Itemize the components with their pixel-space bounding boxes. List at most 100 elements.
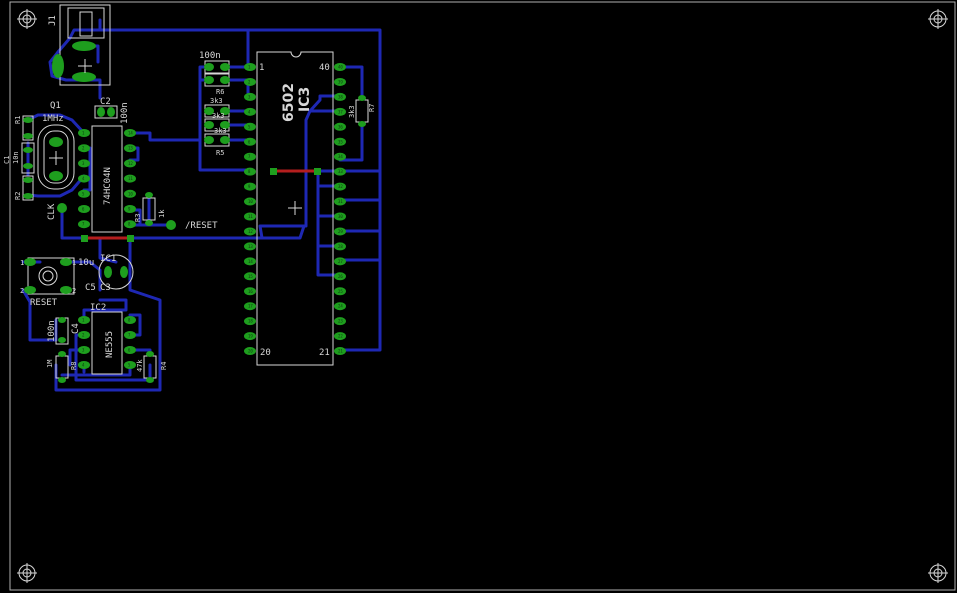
ic-pad (334, 107, 346, 116)
ic-pad (78, 316, 90, 324)
ic-pad (244, 77, 256, 86)
ic-pad-number: 6 (248, 139, 251, 144)
c3-label: C3 (100, 283, 111, 293)
ic-pad-number: 7 (128, 333, 131, 338)
ic-pad-number: 4 (82, 176, 85, 181)
ic-pad (244, 167, 256, 176)
ic-pad-number: 21 (338, 349, 343, 354)
ic-pad (334, 152, 346, 161)
ic-pad (78, 331, 90, 339)
ic1-label: IC1 (100, 254, 116, 264)
ic-pad (334, 302, 346, 311)
ic-pad-number: 8 (248, 169, 251, 174)
ic-pad (244, 272, 256, 281)
bottom-traces (84, 169, 318, 240)
btn-pad-tr: 1 (72, 259, 76, 267)
c4-label: C4 (71, 323, 81, 334)
cpu-ref: IC3 (297, 87, 313, 112)
q1-value: 1MHz (42, 114, 64, 124)
r5-label: R5 (216, 149, 224, 157)
c2-value: 100n (120, 102, 130, 124)
r7-value: 3k3 (348, 105, 356, 118)
via (127, 235, 134, 242)
ic-pad-number: 5 (128, 363, 131, 368)
clk-label: CLK (47, 203, 57, 220)
ic-pad (78, 174, 90, 183)
ic-pad (244, 227, 256, 236)
ic-pad-number: 38 (338, 94, 343, 99)
ic-pad (334, 272, 346, 281)
ic-pad-number: 17 (248, 304, 253, 309)
ic-pad (244, 107, 256, 116)
btn-pad-bl: 2 (20, 287, 24, 295)
mounting-hole-bottom-left (17, 563, 37, 583)
ic-pad-number: 3 (82, 161, 85, 166)
ic-pad (334, 227, 346, 236)
ic-pad (334, 317, 346, 326)
ic-pad-number: 6 (82, 207, 85, 212)
ic-pad (124, 144, 136, 153)
reset-testpoint: /RESET (166, 220, 218, 231)
ic-pad-number: 2 (82, 333, 85, 338)
ic-pad (334, 197, 346, 206)
ic-pad (244, 212, 256, 221)
ic-pad-number: 36 (338, 124, 343, 129)
ic-pad (244, 182, 256, 191)
r3-value: 1k (158, 209, 166, 218)
ic-pad-number: 13 (248, 244, 253, 249)
ic-pad (124, 189, 136, 198)
r3-label: R3 (134, 214, 142, 222)
r5-value: 3k3 (214, 127, 227, 135)
ic-pad (78, 361, 90, 369)
mounting-hole-bottom-right (928, 563, 948, 583)
ic-pad (244, 257, 256, 266)
btn-pad-tl: 1 (20, 259, 24, 267)
ic-pad-number: 4 (248, 109, 251, 114)
ic-pad (244, 242, 256, 251)
ic-pad (124, 159, 136, 168)
ic-pad (124, 205, 136, 213)
ic-pad (124, 220, 136, 229)
capacitor-c1: C1 10n (3, 142, 35, 174)
c4-value: 100n (47, 320, 57, 342)
ic-pad (78, 159, 90, 168)
ic-pad (334, 212, 346, 221)
ic-pad (244, 197, 256, 206)
mounting-hole-top-right (928, 9, 948, 29)
ic-pad-number: 23 (338, 319, 343, 324)
ic-pad (334, 122, 346, 131)
ic-pad (124, 361, 136, 369)
ic-pad-number: 16 (248, 289, 253, 294)
r1-label: R1 (14, 116, 22, 124)
crystal-q1: Q1 1MHz (37, 101, 75, 190)
ic-pad-number: 24 (338, 304, 343, 309)
ic-pad (78, 220, 90, 229)
ic-ne555: IC2 NE555 (90, 303, 123, 375)
ic-pad-number: 32 (338, 184, 343, 189)
ic-pad-number: 34 (338, 154, 343, 159)
connector-j1: J1 (48, 4, 111, 86)
ic-pad (334, 257, 346, 266)
ic-pad-number: 10 (248, 199, 253, 204)
ic-pad-number: 30 (338, 214, 343, 219)
via (81, 235, 88, 242)
ic-pad (124, 346, 136, 354)
ic-pad-number: 20 (248, 349, 253, 354)
top-traces (21, 18, 382, 392)
j1-label: J1 (48, 15, 58, 26)
r4b-value: 3k3 (212, 112, 225, 120)
ic-pad-number: 12 (248, 229, 253, 234)
ic-pad (334, 347, 346, 356)
ic-pad-number: 28 (338, 244, 343, 249)
r4-label: R4 (160, 362, 168, 370)
ic-pad (334, 137, 346, 146)
ic-pad-number: 29 (338, 229, 343, 234)
ic-pad-number: 3 (248, 94, 251, 99)
reset-button: 1 1 2 2 RESET (20, 257, 76, 308)
ic-pad-number: 35 (338, 139, 343, 144)
ic-pad (244, 122, 256, 131)
resistor-r7: 3k3 R7 (348, 95, 376, 127)
vias (81, 168, 321, 242)
ic-pad-number: 39 (338, 79, 343, 84)
